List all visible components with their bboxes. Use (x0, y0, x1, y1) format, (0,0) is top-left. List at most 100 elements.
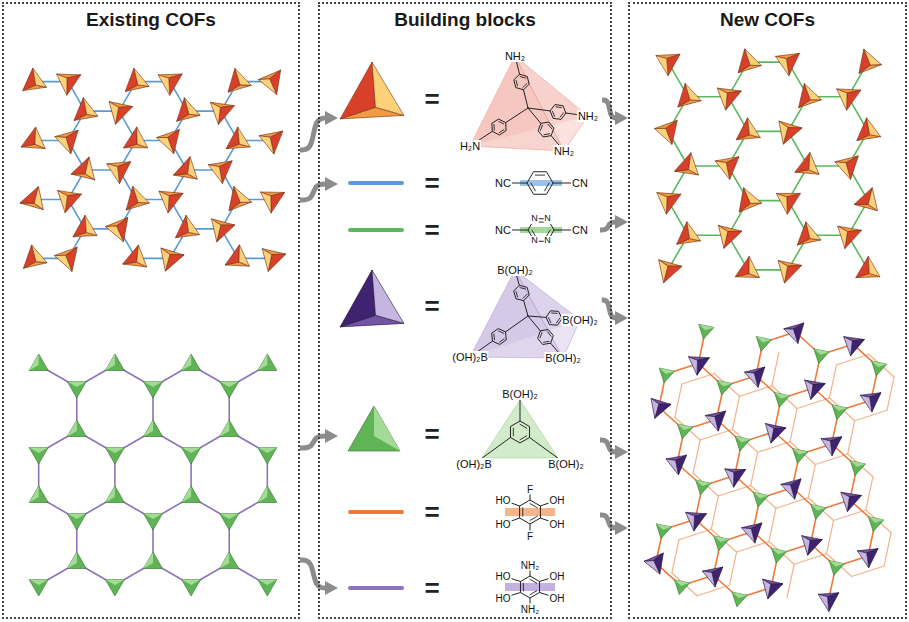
tetra-face (340, 62, 375, 119)
tetra-face (340, 270, 375, 327)
linker-icon (350, 586, 402, 590)
triangle-face (811, 504, 826, 510)
triangular-node (771, 548, 786, 563)
triangular-node (105, 486, 124, 503)
triangle-face (699, 324, 714, 339)
tetrahedral-node (675, 150, 703, 176)
tetra-face (21, 126, 37, 149)
triangle-face (220, 420, 239, 437)
triangular-node (182, 486, 201, 503)
triangle-face (67, 420, 77, 437)
triangular-node (105, 448, 124, 465)
tetrahedral-node (860, 393, 882, 413)
orange-linker (732, 396, 739, 429)
tetrahedral-node (123, 243, 151, 268)
triangle-face (220, 514, 239, 531)
orange-linker (772, 352, 779, 385)
triangular-node (182, 448, 201, 465)
building-block-icons (340, 62, 404, 588)
double-bond (493, 334, 495, 340)
triangle-face (67, 382, 86, 388)
bond (506, 108, 528, 123)
tetrahedral-node (758, 578, 783, 602)
bond (524, 301, 528, 316)
triangle-face (29, 486, 39, 503)
triangle-face (771, 548, 786, 554)
orange-linker (887, 377, 894, 410)
triangle-face (143, 420, 162, 437)
tetrahedral-node (20, 183, 50, 211)
atom-label: (OH)₂B (455, 458, 492, 470)
panel-heading: Building blocks (390, 10, 539, 31)
arrow-connector (600, 440, 628, 459)
triangular-node (67, 514, 86, 531)
benzene-ring (520, 500, 541, 524)
tetra-face (55, 74, 69, 95)
tetra-face (758, 579, 773, 599)
triangle-face (67, 514, 86, 531)
tetra-face (856, 256, 870, 278)
triangle-face (105, 580, 124, 586)
triangle-face (143, 552, 153, 569)
triangle-face (756, 336, 771, 351)
orange-linker (808, 498, 833, 521)
tetrahedral-node (222, 183, 252, 211)
double-bond (499, 130, 504, 133)
tetrahedral-node (122, 66, 149, 91)
triangle-face (143, 514, 162, 531)
tetra-face (652, 260, 670, 283)
orange-linker (848, 421, 855, 454)
triangle-face (182, 448, 201, 465)
double-bond (523, 583, 524, 591)
triangular-node (714, 536, 729, 551)
triangular-node (105, 580, 124, 597)
tetra-face (33, 127, 47, 149)
triangle-face (696, 480, 711, 495)
tetrahedral-node (173, 95, 201, 121)
tetrahedral-node (683, 511, 706, 532)
triangle-face (143, 420, 153, 437)
double-bond (520, 288, 525, 289)
tetra-face (167, 191, 183, 214)
triangle-face (182, 580, 201, 586)
triangle-face (105, 354, 115, 371)
tetra-face (735, 118, 749, 140)
equals-sign: = (423, 169, 440, 198)
double-bond (548, 318, 550, 323)
atom-label: F (526, 531, 534, 542)
tetrahedral-node (226, 127, 251, 149)
orange-linker (675, 417, 700, 440)
orange-linker (787, 564, 794, 597)
tetra-face (235, 66, 251, 88)
tetra-face (714, 88, 729, 110)
double-bond (547, 332, 551, 336)
benzene-ring (550, 105, 566, 120)
triangle-face (832, 405, 847, 411)
atom-label: OH (549, 593, 566, 604)
tetra-face (723, 469, 735, 487)
arrow-line (600, 440, 617, 452)
tetra-face (83, 157, 100, 180)
tetrahedral-node (259, 131, 286, 156)
orange-linker (675, 384, 682, 417)
tetra-face (372, 270, 404, 323)
tetrahedral-node (835, 156, 863, 182)
triangle-face (220, 382, 239, 388)
tetrahedral-node (656, 54, 680, 76)
arrow-line (300, 184, 327, 200)
tetrahedral-node (654, 120, 683, 148)
triangle-face (774, 392, 789, 407)
tetra-face (85, 215, 97, 235)
panel-box: NH₂NH₂H₂NNH₂NCCNNCNNNNCNB(OH)₂B(OH)₂(OH)… (318, 2, 612, 619)
tetra-face (827, 593, 839, 612)
triangle-face (732, 592, 747, 598)
triangle-face (829, 560, 844, 575)
double-bond (494, 124, 495, 130)
triangle-face (258, 580, 277, 586)
tetra-face (53, 190, 69, 212)
triangle-face (656, 524, 671, 530)
double-bond (513, 428, 514, 436)
bond (528, 108, 550, 111)
